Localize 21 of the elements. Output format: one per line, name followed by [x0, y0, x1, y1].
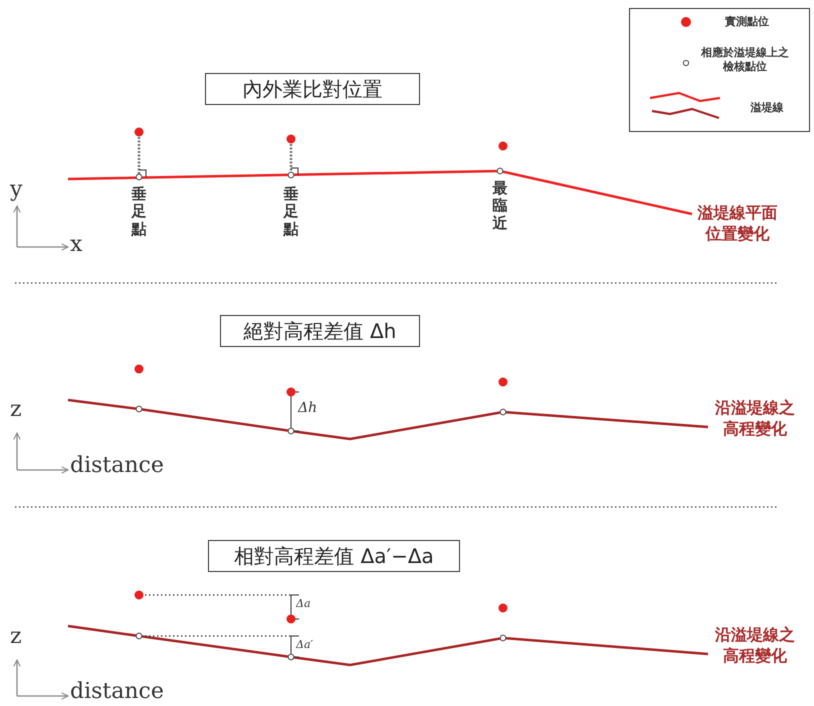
legend-label: 實測點位: [724, 15, 770, 30]
legend-label: 相應於溢堤線上之檢核點位: [700, 46, 790, 75]
title-box: 內外業比對位置: [205, 73, 420, 105]
axis-label: z: [10, 398, 22, 422]
axis-label: y: [10, 178, 22, 202]
title-box: 絕對高程差值 Δh: [220, 315, 420, 347]
line-caption: 沿溢堤線之高程變化: [714, 625, 796, 667]
dimension-label: Δa′: [296, 639, 313, 652]
dimension-label: Δa: [296, 598, 311, 610]
legend-label: 溢堤線: [750, 101, 784, 116]
line-caption: 溢堤線平面位置變化: [696, 203, 778, 245]
title-box: 相對高程差值 Δa′−Δa: [208, 540, 460, 572]
axis-label: distance: [70, 680, 164, 704]
line-caption: 沿溢堤線之高程變化: [714, 398, 796, 440]
axis-label: z: [10, 625, 22, 650]
axis-label: distance: [70, 454, 164, 478]
point-label: 垂足點: [283, 186, 299, 238]
axis-label: x: [70, 233, 82, 258]
point-label: 垂足點: [131, 186, 147, 238]
dimension-label: Δh: [298, 401, 318, 416]
point-label: 最臨近: [492, 180, 508, 232]
